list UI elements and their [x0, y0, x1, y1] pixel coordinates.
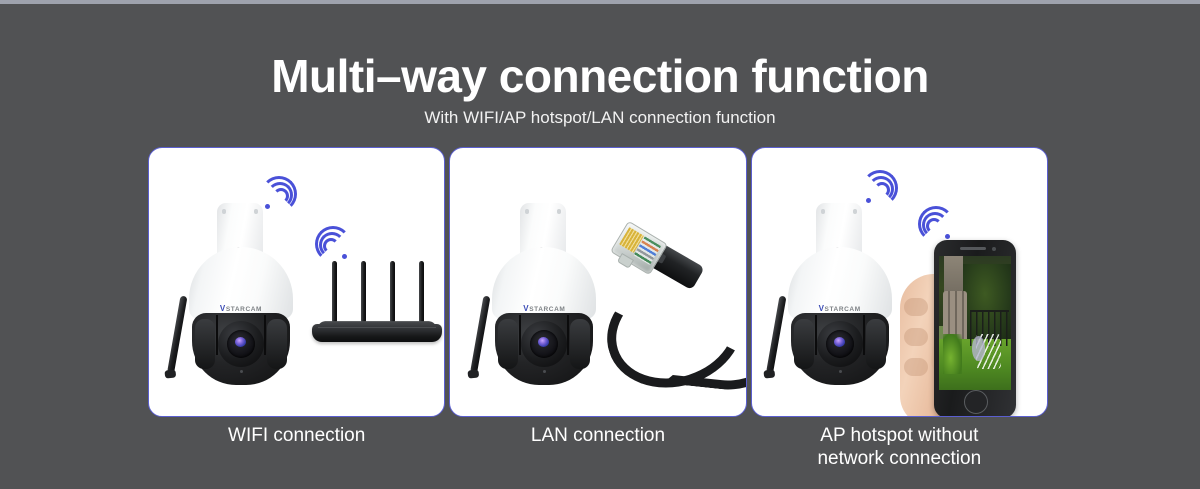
- camera-ir-sensor: [838, 370, 842, 373]
- router-antenna: [390, 261, 395, 323]
- ptz-dome-camera: VSTARCAM: [765, 203, 903, 388]
- caption-lan-connection: LAN connection: [449, 420, 746, 482]
- caption-ap-hotspot: AP hotspot without network connection: [751, 420, 1048, 482]
- camera-lens: [825, 330, 854, 358]
- ptz-dome-camera: VSTARCAM: [167, 203, 304, 388]
- camera-dome-body: VSTARCAM: [787, 247, 892, 319]
- camera-antenna: [167, 295, 188, 374]
- phone-front-camera: [991, 246, 996, 251]
- camera-antenna: [765, 295, 787, 374]
- camera-dome-body: VSTARCAM: [492, 247, 597, 319]
- router-antenna: [332, 261, 337, 323]
- camera-ptz-head: [495, 313, 594, 385]
- page-subtitle: With WIFI/AP hotspot/LAN connection func…: [424, 108, 776, 128]
- phone-screen-live-view[interactable]: [938, 256, 1011, 390]
- ethernet-cable-rj45: [592, 220, 746, 405]
- panel-captions: WIFI connection LAN connection AP hotspo…: [148, 420, 1048, 482]
- panel-card-wifi[interactable]: VSTARCAM: [148, 147, 446, 417]
- camera-lens-housing: [218, 321, 264, 367]
- panel-cards: VSTARCAM: [148, 147, 1048, 417]
- camera-dome-body: VSTARCAM: [189, 247, 293, 319]
- camera-ir-sensor: [240, 370, 243, 373]
- camera-lens-housing: [521, 321, 568, 367]
- camera-lens: [530, 330, 559, 358]
- router-wifi-signal-icon: [315, 226, 351, 262]
- camera-lens: [227, 330, 255, 358]
- caption-line: WIFI connection: [228, 425, 366, 446]
- router-antenna: [361, 261, 366, 323]
- caption-line: LAN connection: [530, 425, 666, 446]
- router-body: [312, 324, 442, 342]
- wifi-signal-icon: [861, 170, 898, 206]
- page-header: Multi–way connection function With WIFI/…: [0, 52, 1200, 128]
- camera-brand-logo: VSTARCAM: [523, 304, 566, 313]
- rj45-latch-clip: [617, 252, 635, 269]
- caption-wifi-connection: WIFI connection: [148, 420, 445, 482]
- caption-line: network connection: [817, 448, 982, 470]
- panel-illustration-wifi: VSTARCAM: [149, 148, 444, 416]
- panel-illustration-ap-hotspot: VSTARCAM: [752, 148, 1047, 416]
- camera-brand-logo: VSTARCAM: [818, 304, 861, 313]
- phone-home-button[interactable]: [963, 390, 988, 414]
- camera-ptz-head: [790, 313, 889, 385]
- caption-line: AP hotspot without: [820, 425, 979, 446]
- camera-lens-housing: [816, 321, 863, 367]
- wireless-router: [312, 258, 444, 342]
- camera-brand-logo: VSTARCAM: [219, 304, 263, 313]
- cable-tail: [663, 281, 746, 397]
- wifi-signal-icon: [261, 176, 297, 212]
- camera-antenna: [470, 295, 491, 374]
- panel-card-lan[interactable]: VSTARCAM: [449, 147, 747, 417]
- camera-ir-sensor: [543, 370, 547, 373]
- panel-card-ap-hotspot[interactable]: VSTARCAM: [750, 147, 1048, 417]
- panel-illustration-lan: VSTARCAM: [450, 148, 746, 416]
- page-title: Multi–way connection function: [271, 50, 929, 102]
- router-antenna: [419, 261, 424, 323]
- camera-ptz-head: [192, 313, 290, 385]
- smartphone-in-hand: [899, 226, 1030, 416]
- phone-earpiece: [959, 247, 986, 250]
- ptz-dome-camera: VSTARCAM: [470, 203, 607, 388]
- top-strip: [0, 0, 1200, 4]
- smartphone: [933, 240, 1016, 416]
